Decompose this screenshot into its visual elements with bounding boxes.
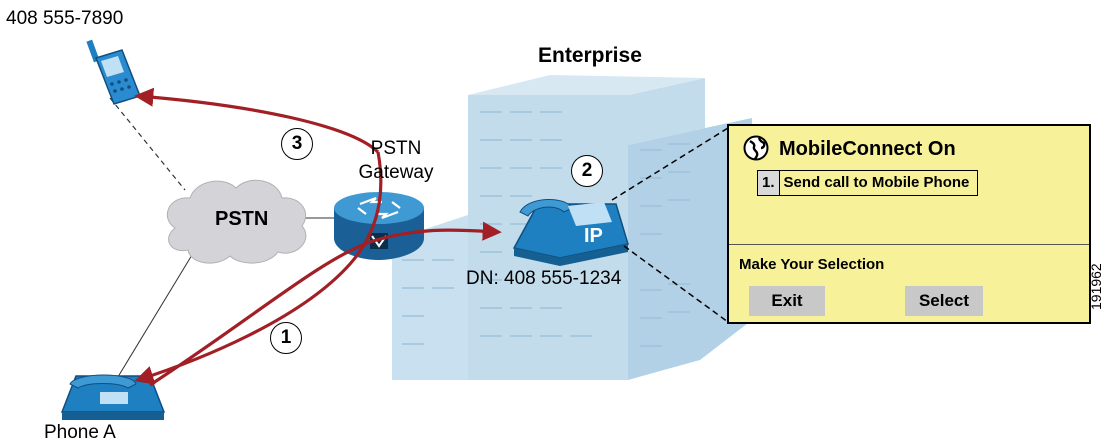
- screen-divider: [729, 244, 1089, 245]
- gateway-label-line1: PSTN: [370, 138, 422, 159]
- pstn-cloud-label: PSTN: [215, 208, 269, 230]
- mobile-phone-icon: [86, 39, 141, 105]
- ip-phone-icon: IP: [512, 198, 629, 266]
- phone-a-label: Phone A: [44, 422, 116, 443]
- ip-phone-dn-label: DN: 408 555-1234: [466, 268, 622, 289]
- mobile-phone-number: 408 555-7890: [6, 8, 124, 29]
- step-marker-3: 3: [281, 128, 313, 160]
- enterprise-label: Enterprise: [538, 44, 642, 67]
- gateway-label-line2: Gateway: [358, 162, 434, 183]
- phone-a-icon: [60, 374, 166, 420]
- step-marker-1: 1: [270, 322, 302, 354]
- screen-title: MobileConnect On: [779, 138, 956, 160]
- exit-softkey[interactable]: Exit: [749, 286, 825, 316]
- step-marker-2: 2: [571, 155, 603, 187]
- call-flow-arrows: [134, 87, 502, 387]
- select-softkey[interactable]: Select: [905, 286, 983, 316]
- ip-badge: IP: [584, 225, 603, 247]
- globe-icon: [743, 135, 769, 161]
- menu-item-label: Send call to Mobile Phone: [783, 174, 970, 191]
- screen-prompt: Make Your Selection: [739, 256, 885, 273]
- pstn-cloud-icon: [166, 179, 307, 264]
- phone-screen-callout: MobileConnect On 1. Send call to Mobile …: [727, 124, 1091, 324]
- menu-item-number: 1.: [758, 171, 780, 195]
- menu-item-send-to-mobile[interactable]: 1. Send call to Mobile Phone: [757, 170, 979, 196]
